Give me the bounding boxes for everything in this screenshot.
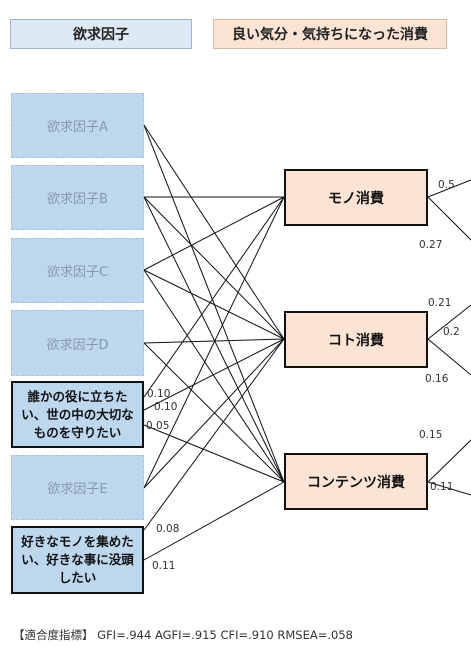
path-c-contents bbox=[143, 269, 285, 483]
path-label-koto-top: 0.21 bbox=[428, 297, 452, 309]
consumption-box-mono: モノ消費 bbox=[284, 169, 428, 226]
consumption-box-koto: コト消費 bbox=[284, 311, 428, 368]
factor-box-b: 欲求因子B bbox=[11, 165, 144, 230]
path-d-koto bbox=[143, 338, 285, 344]
path-contents-out-1 bbox=[427, 439, 471, 483]
path-contents-out-2 bbox=[427, 481, 471, 496]
factor-box-d: 欲求因子D bbox=[11, 310, 144, 376]
header-good-feeling-consumption: 良い気分・気持ちになった消費 bbox=[213, 19, 447, 49]
path-a-koto bbox=[143, 124, 285, 340]
path-mono-out-1 bbox=[427, 179, 471, 198]
path-label-y-2: 0.11 bbox=[152, 560, 176, 572]
header-desire-factors: 欲求因子 bbox=[10, 19, 192, 49]
factor-box-a: 欲求因子A bbox=[11, 93, 144, 158]
factor-box-c: 欲求因子C bbox=[11, 238, 144, 303]
path-x-contents bbox=[143, 424, 285, 483]
consumption-box-contents: コンテンツ消費 bbox=[284, 453, 428, 510]
path-label-mono-bottom: 0.27 bbox=[419, 239, 443, 251]
path-x-mono bbox=[143, 196, 285, 398]
path-mono-out-2 bbox=[427, 196, 471, 241]
path-x-koto bbox=[143, 338, 285, 411]
path-y-koto bbox=[143, 338, 285, 531]
path-koto-out-1 bbox=[427, 304, 471, 340]
path-e-koto bbox=[143, 338, 285, 489]
factor-box-collect: 好きなモノを集めたい、好きな事に没頭したい bbox=[11, 526, 144, 594]
path-e-mono bbox=[143, 196, 285, 489]
factor-box-e: 欲求因子E bbox=[11, 455, 144, 520]
path-label-x-2: 0.10 bbox=[154, 401, 178, 413]
path-label-koto-bottom: 0.16 bbox=[425, 373, 449, 385]
path-label-contents-top: 0.15 bbox=[419, 429, 443, 441]
path-a-contents bbox=[143, 124, 285, 483]
path-label-y-1: 0.08 bbox=[156, 523, 180, 535]
factor-box-contribute: 誰かの役に立ちたい、世の中の大切なものを守りたい bbox=[11, 381, 144, 448]
path-c-mono bbox=[143, 196, 285, 271]
fit-indices-footer: 【適合度指標】 GFI=.944 AGFI=.915 CFI=.910 RMSE… bbox=[13, 628, 353, 642]
path-b-contents bbox=[143, 196, 285, 483]
path-label-contents-bottom: 0.11 bbox=[430, 481, 454, 493]
path-y-contents bbox=[143, 481, 285, 561]
path-label-x-1: 0.10 bbox=[147, 388, 171, 400]
path-label-mono-top: 0.5 bbox=[438, 179, 455, 191]
path-label-koto-mid: 0.2 bbox=[443, 326, 460, 338]
path-b-koto bbox=[143, 196, 285, 340]
path-c-koto bbox=[143, 269, 285, 340]
path-koto-out-2 bbox=[427, 338, 471, 376]
path-d-contents bbox=[143, 342, 285, 483]
path-label-x-3: 0.05 bbox=[146, 420, 170, 432]
